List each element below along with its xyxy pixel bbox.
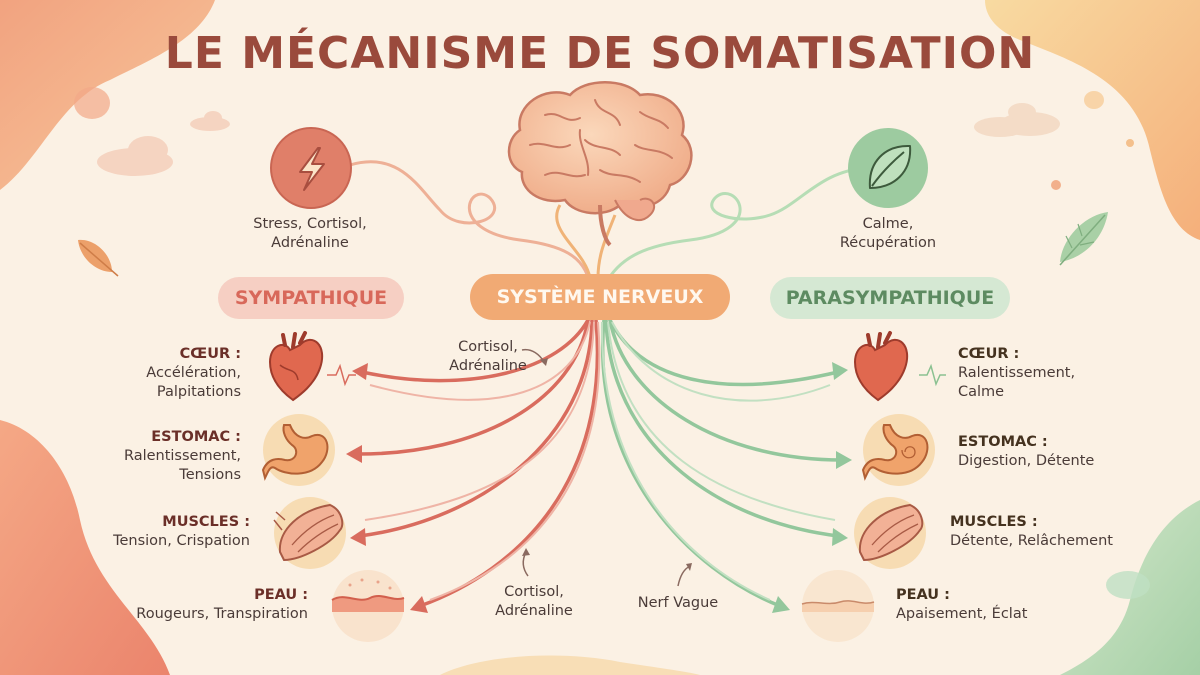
cortisol-annotation-top: Cortisol, Adrénaline [438,338,538,376]
para-muscle-title: MUSCLES : [950,514,1038,530]
symp-skin-line1: Rougeurs, Transpiration [136,606,308,622]
calm-caption: Calme, Récupération [808,215,968,253]
blob-bottom-center [440,655,700,675]
symp-stomach-label: ESTOMAC : Ralentissement, Tensions [60,428,241,485]
calm-caption-line2: Récupération [839,235,937,251]
para-heart-line1: Ralentissement, [958,365,1076,381]
cortisol-bottom-line2: Adrénaline [495,603,573,619]
parasympathetic-arrows [600,318,844,608]
blob-top-left [0,0,215,190]
systeme-nerveux-label: SYSTÈME NERVEUX [470,274,730,320]
stress-caption-line2: Adrénaline [271,235,349,251]
heart-icon-right [853,331,908,402]
lightning-icon [270,127,352,209]
parasympathique-label: PARASYMPATHIQUE [770,277,1010,319]
para-heart-title: CŒUR : [958,346,1020,362]
symp-heart-label: CŒUR : Accélération, Palpitations [60,345,241,402]
para-skin-title: PEAU : [896,587,950,603]
pulse-line-left [327,363,356,387]
para-stomach-title: ESTOMAC : [958,434,1048,450]
sympathique-label: SYMPATHIQUE [218,277,404,319]
symp-heart-line2: Palpitations [156,384,241,400]
symp-muscle-line1: Tension, Crispation [113,533,250,549]
blob-top-right [985,0,1200,240]
symp-heart-title: CŒUR : [179,346,241,362]
para-skin-label: PEAU : Apaisement, Éclat [896,586,1096,624]
cortisol-top-line2: Adrénaline [449,358,527,374]
parasympathetic-connector [603,166,869,286]
heart-icon-left [268,331,323,402]
sympathetic-arrowheads [346,363,428,613]
para-heart-label: CŒUR : Ralentissement, Calme [958,345,1148,402]
leaf-decoration-right [1059,212,1108,266]
symp-muscle-title: MUSCLES : [162,514,250,530]
calm-caption-line1: Calme, [862,216,914,232]
stress-caption-line1: Stress, Cortisol, [253,216,367,232]
cortisol-annotation-bottom: Cortisol, Adrénaline [484,583,584,621]
para-muscle-label: MUSCLES : Détente, Relâchement [950,513,1150,551]
leaf-icon [848,128,928,208]
symp-stomach-line1: Ralentissement, [123,448,241,464]
para-heart-line2: Calme [958,384,1005,400]
pulse-line-right [919,363,946,387]
stress-caption: Stress, Cortisol, Adrénaline [230,215,390,253]
symp-skin-label: PEAU : Rougeurs, Transpiration [100,586,308,624]
symp-heart-line1: Accélération, [146,365,241,381]
symp-skin-title: PEAU : [254,587,308,603]
cortisol-bottom-line1: Cortisol, [504,584,564,600]
muscle-icon-right [854,497,926,569]
blob-bottom-right [1060,500,1200,675]
para-skin-line1: Apaisement, Éclat [896,606,1028,622]
stomach-icon-left [261,414,335,486]
cortisol-top-line1: Cortisol, [458,339,518,355]
brain-icon [507,81,693,247]
blob-bottom-left [0,420,170,675]
cloud-left [97,111,230,176]
symp-stomach-title: ESTOMAC : [151,429,241,445]
sympathetic-strands [364,321,601,601]
parasympathetic-arrowheads [772,362,852,613]
cloud-right [974,103,1060,137]
nerf-vague-annotation: Nerf Vague [637,595,719,611]
stomach-icon-right [861,414,935,486]
skin-icon-left [331,570,405,642]
sympathetic-connector [349,160,592,286]
parasympathetic-strands [600,321,836,601]
para-stomach-label: ESTOMAC : Digestion, Détente [958,433,1158,471]
page-title: LE MÉCANISME DE SOMATISATION [164,28,1036,79]
symp-stomach-line2: Tensions [179,467,241,483]
para-muscle-line1: Détente, Relâchement [950,533,1113,549]
muscle-icon-left [273,497,346,569]
leaf-decoration-left [78,239,119,277]
symp-muscle-label: MUSCLES : Tension, Crispation [60,513,250,551]
skin-icon-right [801,570,875,642]
para-stomach-line1: Digestion, Détente [958,453,1095,469]
